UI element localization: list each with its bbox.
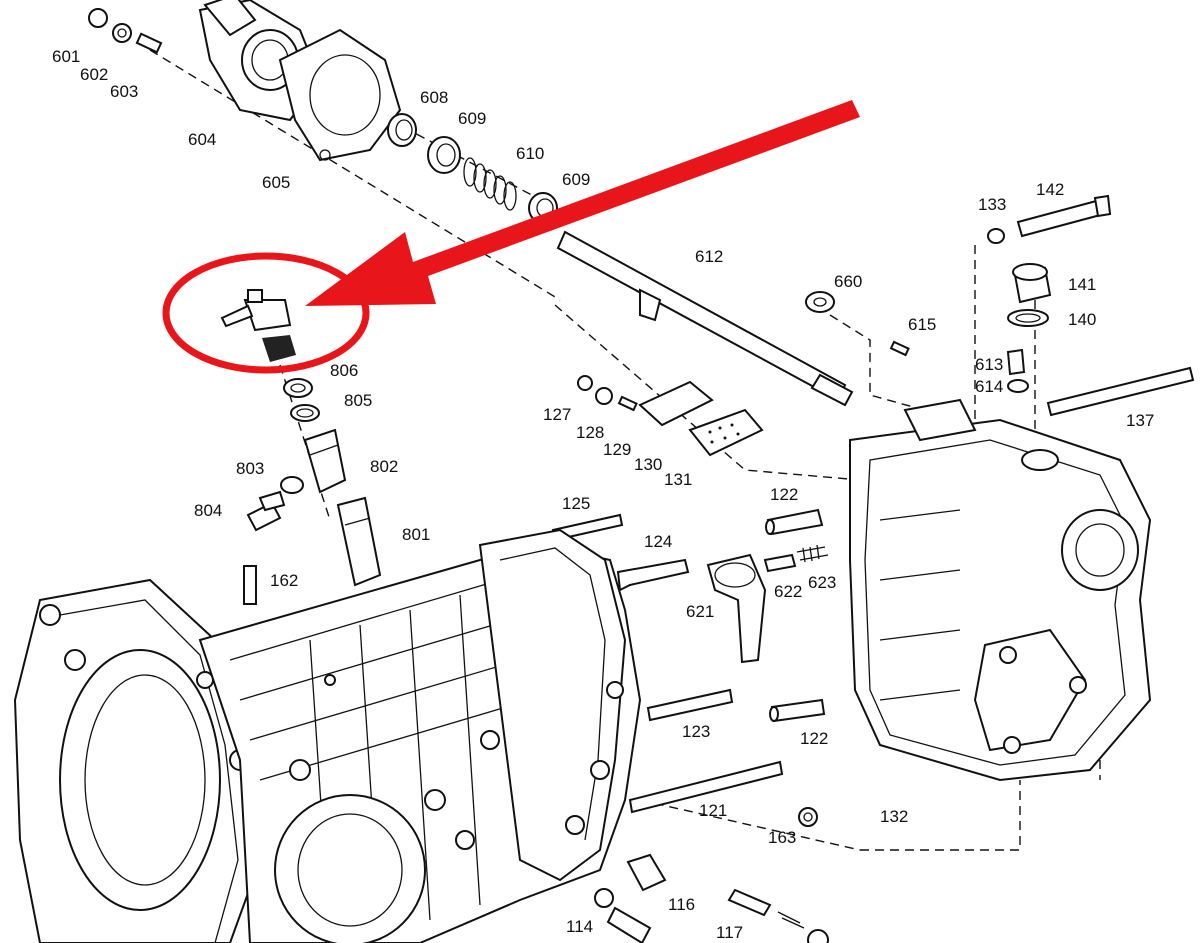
label-132: 132 xyxy=(880,807,908,826)
label-612: 612 xyxy=(695,247,723,266)
label-129: 129 xyxy=(603,440,631,459)
main-gearbox-housing xyxy=(13,528,642,943)
highlight-circle xyxy=(162,252,370,374)
label-162: 162 xyxy=(270,571,298,590)
label-602: 602 xyxy=(80,65,108,84)
label-141: 141 xyxy=(1068,275,1096,294)
label-603: 603 xyxy=(110,82,138,101)
label-114: 114 xyxy=(566,917,593,936)
label-122-bottom: 122 xyxy=(800,729,828,748)
label-116: 116 xyxy=(668,895,695,914)
label-121: 121 xyxy=(699,801,727,820)
highlighted-breather-part xyxy=(220,289,296,362)
label-660: 660 xyxy=(834,272,862,291)
label-802: 802 xyxy=(370,457,398,476)
label-133: 133 xyxy=(978,195,1006,214)
label-605: 605 xyxy=(262,173,290,192)
label-621: 621 xyxy=(686,602,714,621)
label-124: 124 xyxy=(644,532,672,551)
plunger-parts xyxy=(243,378,382,605)
label-806: 806 xyxy=(330,361,358,380)
callout-labels: 601 602 603 604 605 608 609 610 609 612 … xyxy=(52,47,1154,942)
label-805: 805 xyxy=(344,391,372,410)
label-615: 615 xyxy=(908,315,936,334)
label-608: 608 xyxy=(420,88,448,107)
rear-housing xyxy=(849,398,1152,782)
label-131: 131 xyxy=(664,470,692,489)
label-163: 163 xyxy=(768,828,796,847)
red-pointer-arrow xyxy=(305,100,860,306)
label-128: 128 xyxy=(576,423,604,442)
label-804: 804 xyxy=(194,501,222,520)
label-604: 604 xyxy=(188,130,216,149)
label-117: 117 xyxy=(716,923,743,942)
label-142: 142 xyxy=(1036,180,1064,199)
shift-cover-assembly xyxy=(88,0,558,224)
label-122-top: 122 xyxy=(770,485,798,504)
label-137: 137 xyxy=(1126,411,1154,430)
label-601: 601 xyxy=(52,47,80,66)
label-613: 613 xyxy=(975,355,1003,374)
label-803: 803 xyxy=(236,459,264,478)
shift-rod xyxy=(556,230,854,407)
rear-top-parts xyxy=(987,194,1195,417)
label-130: 130 xyxy=(634,455,662,474)
label-609-a: 609 xyxy=(458,109,486,128)
label-609-b: 609 xyxy=(562,170,590,189)
label-623: 623 xyxy=(808,573,836,592)
center-small-parts xyxy=(551,291,910,943)
label-610: 610 xyxy=(516,144,544,163)
label-125: 125 xyxy=(562,494,590,513)
label-123: 123 xyxy=(682,722,710,741)
label-127: 127 xyxy=(543,405,571,424)
label-614: 614 xyxy=(975,377,1003,396)
label-622: 622 xyxy=(774,582,802,601)
label-140: 140 xyxy=(1068,310,1096,329)
label-801: 801 xyxy=(402,525,430,544)
